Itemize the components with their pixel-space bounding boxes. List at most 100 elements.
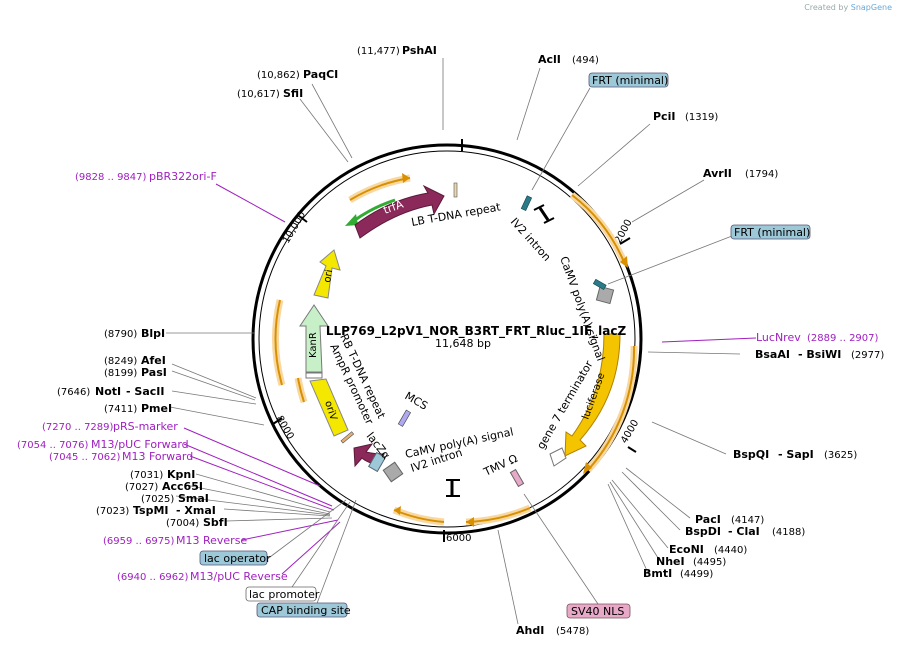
enzyme-SacII-name: SacII xyxy=(134,385,164,398)
enzyme-AclI: AclI xyxy=(538,53,561,66)
enzyme-NotI: NotI xyxy=(95,385,121,398)
enzyme-EcoNI-pos: (4440) xyxy=(714,545,747,556)
box-lac-operator xyxy=(199,550,268,566)
enzyme-SacII: - SacII xyxy=(126,385,164,398)
plasmid-name: LLP769_L2pV1_NOR_B3RT_FRT_Rluc_1IF_lacZ xyxy=(326,324,627,339)
feature-CaMV-bottom xyxy=(382,461,404,483)
tick-label-6000: 6000 xyxy=(446,533,471,544)
primer-pRS-marker: pRS-marker xyxy=(113,420,178,433)
primer-M13-Forward: M13 Forward xyxy=(122,450,193,463)
feature-ori: ori xyxy=(313,249,341,299)
boxed-feature-labels: FRT (minimal) FRT (minimal) SV40 NLS lac… xyxy=(199,72,811,619)
primer-M13-Reverse-pos: (6959 .. 6975) xyxy=(103,536,175,547)
box-lac-operator-label: lac operator xyxy=(204,552,271,565)
enzyme-NheI-pos: (4495) xyxy=(693,557,726,568)
feature-MCS xyxy=(397,409,412,427)
enzyme-AclI-pos: (494) xyxy=(572,55,599,66)
enzyme-NotI-pos: (7646) xyxy=(57,387,90,398)
enzyme-SapI-name: SapI xyxy=(786,448,813,461)
enzyme-SbfI: SbfI xyxy=(203,516,228,529)
box-FRT-minimal-2-label: FRT (minimal) xyxy=(734,226,810,239)
enzyme-BsiWI: - BsiWI xyxy=(798,348,841,361)
enzyme-PasI: PasI xyxy=(141,366,167,379)
primer-LucNrev: LucNrev xyxy=(756,331,801,344)
feature-leader-lines xyxy=(265,87,733,607)
box-SV40-NLS-label: SV40 NLS xyxy=(571,605,624,618)
enzyme-KpnI-pos: (7031) xyxy=(130,470,163,481)
enzyme-XmaI: - XmaI xyxy=(176,504,216,517)
enzyme-BspDI: BspDI xyxy=(685,525,721,538)
enzyme-AfeI: AfeI xyxy=(141,354,166,367)
box-CAP-binding-site-label: CAP binding site xyxy=(261,604,351,617)
enzyme-leader-lines xyxy=(166,58,741,625)
enzyme-SbfI-pos: (7004) xyxy=(166,518,199,529)
feature-IV2-bottom xyxy=(446,479,460,497)
enzyme-BlpI: BlpI xyxy=(141,327,165,340)
enzyme-PmeI: PmeI xyxy=(141,402,172,415)
box-lac-promoter-label: lac promoter xyxy=(249,588,320,601)
ori-label: ori xyxy=(322,269,335,284)
enzyme-PaqCI-pos: (10,862) xyxy=(257,70,300,81)
enzyme-PshAI: PshAI xyxy=(402,44,437,57)
feature-IV2-top xyxy=(533,204,555,224)
feature-FRT-2 xyxy=(592,278,607,291)
enzyme-SmaI: SmaI xyxy=(178,492,209,505)
box-lac-promoter xyxy=(245,586,317,602)
credit-prefix: Created by xyxy=(804,3,849,12)
CaMV-top-label: CaMV poly(A) signal xyxy=(557,255,607,363)
feature-AmpR-promoter xyxy=(305,372,323,379)
enzyme-SfiI-pos: (10,617) xyxy=(237,89,280,100)
enzyme-ClaI-name: ClaI xyxy=(736,525,759,538)
enzyme-PacI: PacI xyxy=(695,513,721,526)
enzyme-TspMI: TspMI xyxy=(133,504,169,517)
primer-M13pUC-Forward: M13/pUC Forward xyxy=(91,438,189,451)
enzyme-BmtI: BmtI xyxy=(643,567,672,580)
enzyme-BsiWI-name: BsiWI xyxy=(806,348,841,361)
snapgene-credit: Created by SnapGene xyxy=(804,3,892,12)
enzyme-SfiI: SfiI xyxy=(283,87,303,100)
feature-oriV: oriV xyxy=(309,378,349,437)
tick-label-8000: 8000 xyxy=(273,414,295,442)
enzyme-Acc65I: Acc65I xyxy=(162,480,203,493)
tick-label-10000: 10,000 xyxy=(281,210,308,246)
enzyme-TspMI-pos: (7023) xyxy=(96,506,129,517)
enzyme-EcoNI: EcoNI xyxy=(669,543,704,556)
box-FRT-minimal-2 xyxy=(730,224,811,240)
enzyme-PaqCI: PaqCI xyxy=(303,68,338,81)
enzyme-labels: (11,477) PshAI AclI (494) (10,862) PaqCI… xyxy=(57,44,884,637)
primer-M13-Reverse: M13 Reverse xyxy=(176,534,247,547)
enzyme-BmtI-pos: (4499) xyxy=(680,569,713,580)
enzyme-BsiWI-pos: (2977) xyxy=(851,350,884,361)
feature-lac-elements xyxy=(367,451,387,473)
primer-pBR322ori-F-pos: (9828 .. 9847) xyxy=(75,172,147,183)
enzyme-PciI: PciI xyxy=(653,110,675,123)
enzyme-PasI-pos: (8199) xyxy=(104,368,137,379)
primer-pBR322ori-F: pBR322ori-F xyxy=(149,170,217,183)
enzyme-KpnI: KpnI xyxy=(167,468,195,481)
enzyme-ClaI: - ClaI xyxy=(728,525,760,538)
primer-LucNrev-pos: (2889 .. 2907) xyxy=(807,333,879,344)
feature-FRT-1 xyxy=(520,195,533,212)
enzyme-SapI: - SapI xyxy=(778,448,814,461)
enzyme-AhdI: AhdI xyxy=(516,624,544,637)
primer-M13-Forward-pos: (7045 .. 7062) xyxy=(49,452,121,463)
KanR-label: KanR xyxy=(308,332,319,358)
enzyme-AvrII: AvrII xyxy=(703,167,732,180)
orf-arcs xyxy=(272,173,638,527)
primer-leader-lines xyxy=(183,183,757,575)
enzyme-BsaAI: BsaAI xyxy=(755,348,790,361)
enzyme-PshAI-pos: (11,477) xyxy=(357,46,400,57)
box-FRT-minimal-1 xyxy=(588,72,669,88)
enzyme-SmaI-pos: (7025) xyxy=(141,494,174,505)
enzyme-AfeI-pos: (8249) xyxy=(104,356,137,367)
primer-M13pUC-Reverse: M13/pUC Reverse xyxy=(190,570,288,583)
box-FRT-minimal-1-label: FRT (minimal) xyxy=(592,74,668,87)
enzyme-AvrII-pos: (1794) xyxy=(745,169,778,180)
enzyme-BlpI-pos: (8790) xyxy=(104,329,137,340)
box-CAP-binding-site xyxy=(256,602,348,618)
backbone-inner-ring xyxy=(258,150,636,528)
feature-RB-repeat xyxy=(340,431,355,444)
feature-KanR: KanR xyxy=(299,304,329,373)
MCS-label: MCS xyxy=(403,389,430,412)
